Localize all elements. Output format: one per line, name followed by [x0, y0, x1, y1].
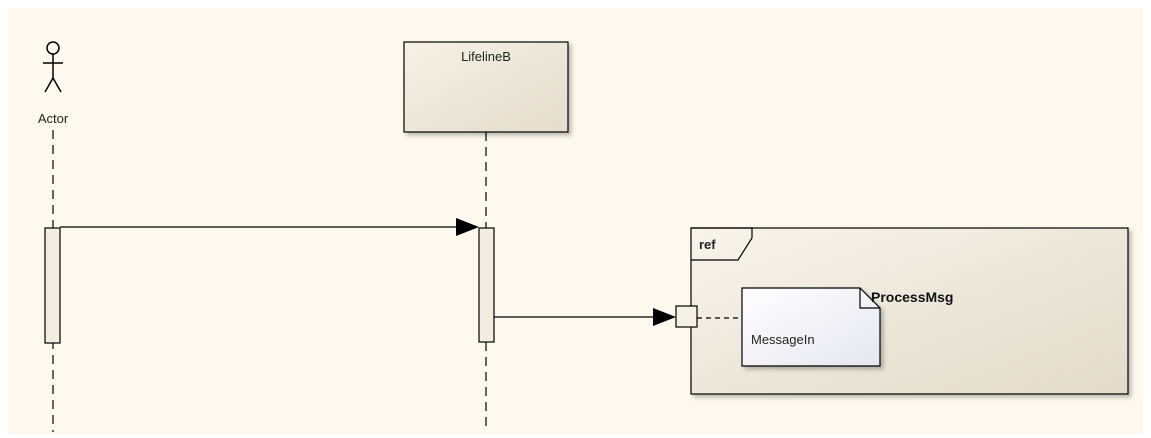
actor-activation-bar[interactable] [44, 227, 61, 344]
message-actor-to-lifeline-b[interactable] [60, 218, 479, 236]
lifeline-b-head[interactable] [403, 41, 569, 133]
note-messagein[interactable]: MessageIn [741, 287, 881, 367]
lifeline-b-label: LifelineB [461, 49, 511, 64]
message-lifeline-b-to-gate[interactable] [494, 308, 676, 326]
gate-port[interactable] [675, 305, 698, 328]
message-arrowhead-icon [456, 218, 479, 236]
actor[interactable]: Actor [38, 41, 69, 126]
message-arrowhead-icon [653, 308, 676, 326]
note-fold-corner-icon [859, 288, 880, 309]
note-body [741, 287, 881, 367]
actor-right-leg [52, 77, 62, 93]
lifeline-b-activation-bar[interactable] [478, 227, 495, 343]
ref-frame-label: ref [699, 237, 716, 252]
ref-frame-tab [691, 227, 753, 261]
interaction-name-label: ProcessMsg [871, 289, 953, 305]
actor-left-leg [44, 77, 54, 93]
note-text: MessageIn [751, 332, 815, 347]
actor-label: Actor [38, 111, 69, 126]
